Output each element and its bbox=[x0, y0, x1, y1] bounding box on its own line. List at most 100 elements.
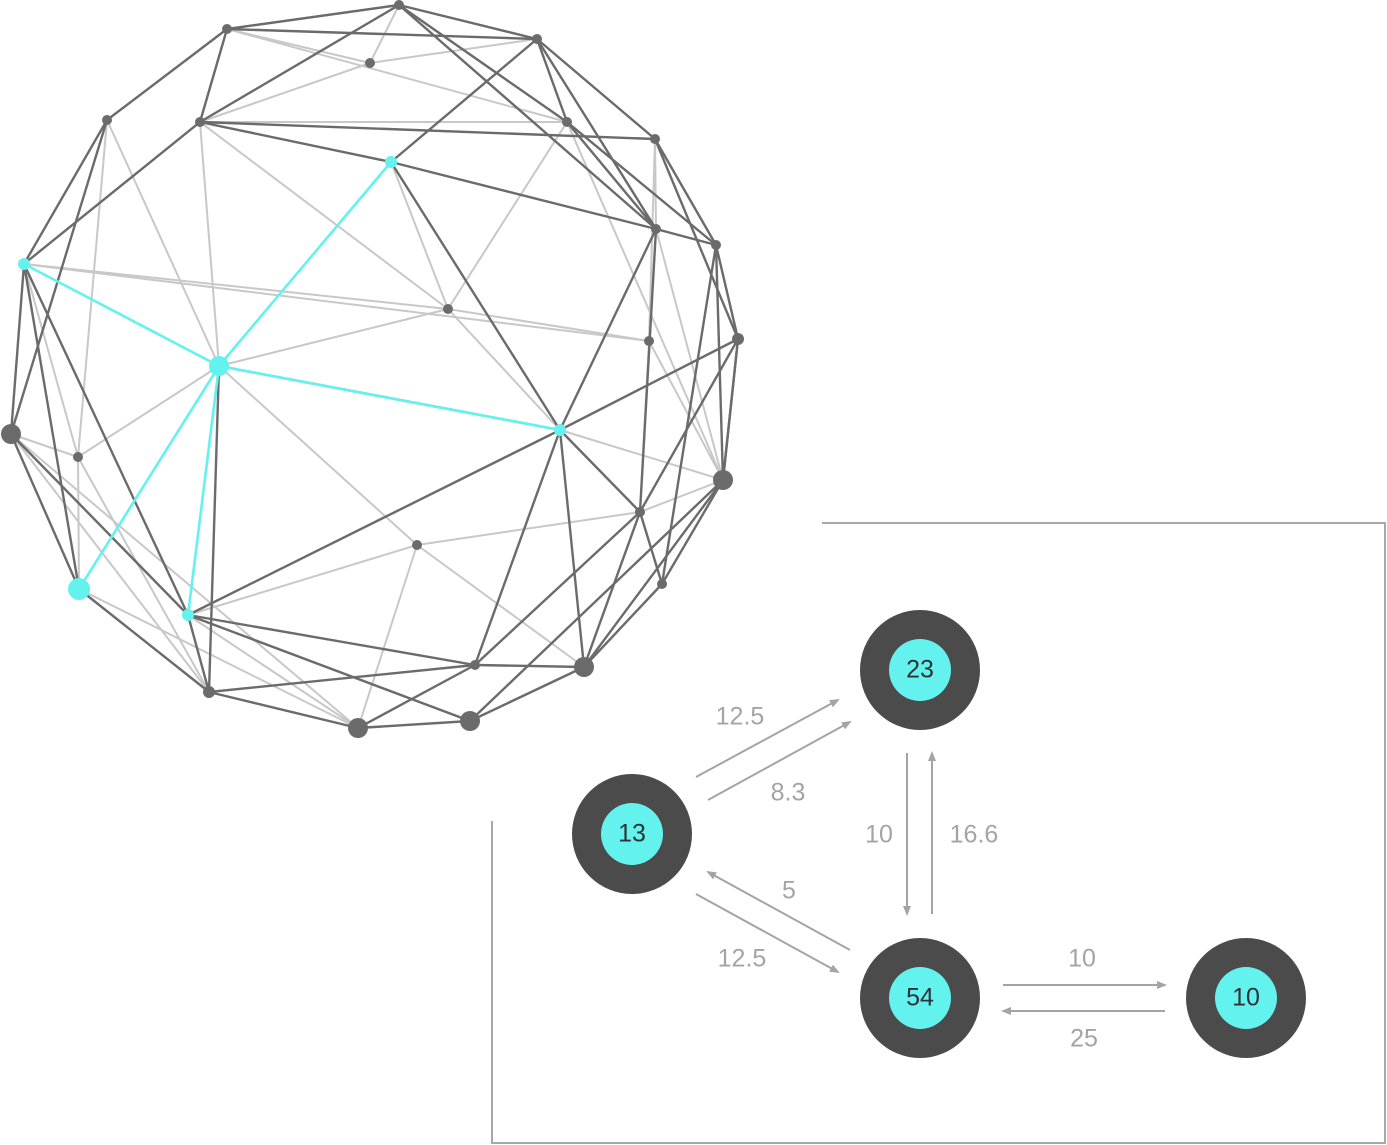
node-inner-core bbox=[601, 803, 663, 865]
flow-arrow-13-to-23-upper bbox=[695, 699, 840, 778]
sphere-vertex-s bbox=[73, 452, 83, 462]
sphere-back-edge-e-p bbox=[199, 121, 220, 367]
sphere-vertex-n bbox=[732, 333, 744, 345]
sphere-vertex-y bbox=[657, 579, 667, 589]
flow-node-23: 23 bbox=[860, 610, 980, 730]
flow-label-13-to-23-upper: 12.5 bbox=[716, 703, 765, 731]
flow-label-54-to-13: 5 bbox=[782, 877, 796, 905]
sphere-front-edge-ab-aa bbox=[207, 663, 477, 694]
flow-arrow-13-to-54 bbox=[695, 893, 840, 973]
sphere-back-edge-k-m bbox=[23, 263, 449, 310]
sphere-front-edge-x-ab bbox=[186, 613, 211, 694]
sphere-back-edge-m-o bbox=[447, 308, 650, 342]
sphere-highlight-edge-i-p bbox=[217, 160, 393, 368]
flow-label-13-to-23-lower: 8.3 bbox=[771, 779, 806, 807]
sphere-vertex-u bbox=[635, 507, 645, 517]
sphere-vertex-t bbox=[713, 470, 733, 490]
sphere-back-edge-d-p bbox=[106, 119, 220, 367]
flow-arrows bbox=[695, 699, 1167, 1015]
sphere-front-edge-a-d bbox=[105, 27, 229, 122]
sphere-front-edge-i-r bbox=[389, 160, 562, 432]
sphere-back-edge-l-t bbox=[655, 228, 724, 481]
sphere-vertex-g bbox=[562, 117, 572, 127]
sphere-back-edge-p-v bbox=[218, 365, 418, 546]
sphere-back-edge-g-m bbox=[447, 121, 568, 310]
sphere-back-edge-q-ab bbox=[10, 433, 210, 693]
flow-labels: 12.5 8.3 10 16.6 5 12.5 10 25 bbox=[716, 703, 1098, 1053]
flow-label-10-to-54: 25 bbox=[1070, 1025, 1098, 1053]
sphere-front-edge-t-ad bbox=[468, 478, 725, 723]
sphere-front-edge-x-aa bbox=[186, 613, 477, 667]
sphere-front-edge-ab-ac bbox=[207, 690, 360, 730]
sphere-front-edge-e-i bbox=[198, 120, 393, 164]
sphere-front-edge-y-z bbox=[582, 582, 664, 669]
sphere-highlight-edge-p-r bbox=[217, 364, 562, 432]
sphere-front-edge-ad-z bbox=[468, 665, 586, 723]
sphere-front-edge-c-h bbox=[535, 37, 657, 141]
sphere-front-edge-l-j bbox=[654, 227, 718, 247]
sphere-vertex-ab bbox=[203, 686, 215, 698]
sphere-front-edge-b-l bbox=[397, 3, 658, 231]
sphere-back-edge-e-m bbox=[199, 121, 449, 310]
sphere-highlight-vertex-r bbox=[554, 424, 566, 436]
node-inner-core bbox=[889, 967, 951, 1029]
sphere-front-edge-ac-ad bbox=[356, 719, 472, 730]
sphere-vertex-ac bbox=[348, 718, 368, 738]
sphere-highlight-vertex-x bbox=[182, 609, 194, 621]
sphere-front-edge-b-c bbox=[397, 3, 539, 41]
sphere-vertex-a bbox=[222, 24, 232, 34]
sphere-vertex-v bbox=[412, 540, 422, 550]
sphere-front-edge-e-k bbox=[22, 120, 202, 266]
sphere-front-edge-c-l bbox=[535, 37, 658, 231]
sphere-back-edge-w-ac bbox=[78, 588, 359, 729]
sphere-front-edge-k-x bbox=[22, 262, 190, 617]
node-label: 13 bbox=[618, 820, 646, 848]
sphere-vertex-c bbox=[532, 34, 542, 44]
sphere-front-edge-d-q bbox=[9, 118, 109, 436]
flow-label-54-to-10: 10 bbox=[1068, 945, 1096, 973]
sphere-front-edges bbox=[9, 3, 740, 730]
sphere-back-edge-v-u bbox=[416, 511, 641, 546]
sphere-front-edge-q-x bbox=[9, 432, 190, 617]
flow-arrow-13-to-23-lower bbox=[707, 721, 852, 801]
sphere-front-edge-t-n bbox=[721, 337, 740, 482]
sphere-back-edge-s-q bbox=[10, 433, 79, 458]
sphere-vertex-aa bbox=[470, 660, 480, 670]
sphere-highlight-vertex-i bbox=[385, 156, 397, 168]
sphere-front-edge-aa-z bbox=[473, 663, 586, 669]
sphere-vertex-h bbox=[650, 134, 660, 144]
sphere-front-edge-n-u bbox=[638, 337, 740, 514]
sphere-vertex-b bbox=[394, 0, 404, 10]
flow-label-54-to-23: 16.6 bbox=[950, 821, 999, 849]
sphere-front-edge-i-l bbox=[389, 160, 658, 231]
sphere-front-edge-d-k bbox=[22, 118, 109, 266]
sphere-back-edge-v-x bbox=[187, 544, 418, 616]
sphere-front-edge-a-c bbox=[225, 27, 539, 41]
sphere-front-edge-l-u bbox=[638, 227, 658, 514]
sphere-back-edge-k-s bbox=[23, 263, 79, 458]
sphere-front-edge-g-l bbox=[565, 120, 658, 231]
sphere-back-edge-s-ab bbox=[77, 456, 210, 693]
sphere-highlight-edges bbox=[22, 160, 562, 617]
network-sphere bbox=[1, 0, 744, 738]
sphere-back-edge-o-t bbox=[648, 340, 724, 481]
sphere-back-edge-p-m bbox=[218, 308, 449, 367]
sphere-vertex-m bbox=[443, 304, 453, 314]
sphere-front-edge-t-y bbox=[660, 478, 725, 586]
node-label: 10 bbox=[1232, 984, 1260, 1012]
sphere-vertex-z bbox=[574, 657, 594, 677]
sphere-back-edge-x-ac bbox=[187, 614, 359, 729]
sphere-front-edge-n-j bbox=[714, 243, 740, 341]
sphere-highlight-edge-p-w bbox=[77, 364, 221, 591]
sphere-back-edge-k-o bbox=[23, 263, 650, 342]
sphere-front-edge-r-aa bbox=[473, 428, 562, 667]
sphere-front-edge-b-g bbox=[397, 3, 569, 124]
sphere-front-edge-c-i bbox=[389, 37, 539, 164]
flow-label-13-to-54: 12.5 bbox=[718, 945, 767, 973]
sphere-front-edge-k-q bbox=[9, 262, 26, 436]
sphere-back-edge-r-t bbox=[559, 429, 724, 481]
sphere-front-edge-w-ab bbox=[77, 587, 211, 694]
sphere-front-edge-r-x bbox=[186, 428, 562, 617]
sphere-front-edge-q-w bbox=[9, 432, 81, 591]
